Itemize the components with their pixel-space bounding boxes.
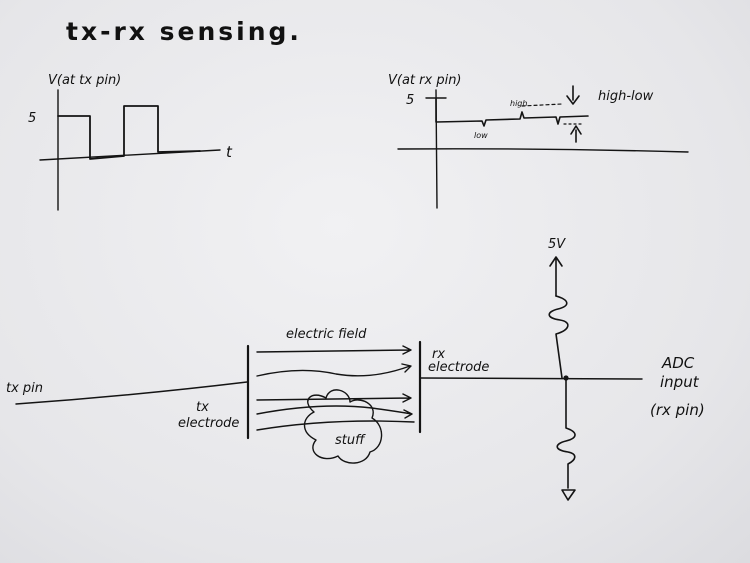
rx-diff-arrow-down: [566, 85, 580, 105]
adc-label-2: input: [660, 373, 700, 391]
tx-electrode-label-2: electrode: [178, 416, 239, 431]
rx-high-label: high: [510, 99, 527, 108]
rx-plot-ytick: 5: [406, 93, 414, 108]
adc-label-1: ADC: [661, 354, 695, 372]
tx-voltage-plot: V(at tx pin) 5 t: [28, 73, 233, 211]
stuff-blob: [303, 389, 383, 464]
field-line-4: [256, 405, 413, 419]
stuff-label: stuff: [335, 433, 366, 448]
rx-voltage-plot: V(at rx pin) 5 low high high-low: [388, 73, 689, 209]
page-title: tx-rx sensing.: [66, 17, 302, 46]
field-line-2: [256, 363, 412, 377]
supply-label: 5V: [548, 237, 566, 252]
rx-plot-x-axis: [397, 148, 689, 153]
tx-pin-wire: [15, 381, 248, 405]
ground-symbol: [561, 489, 576, 501]
sensing-circuit: tx pin tx electrode rx electrode electri…: [6, 237, 705, 501]
field-line-5: [256, 420, 415, 431]
rx-low-label: low: [474, 131, 488, 140]
tx-plot-ytick: 5: [28, 111, 36, 126]
field-line-3: [256, 393, 412, 403]
adc-label-3: (rx pin): [650, 401, 705, 419]
field-line-1: [256, 345, 412, 355]
supply-arrow: [549, 256, 563, 297]
electric-field-label: electric field: [286, 327, 367, 342]
tx-electrode-label-1: tx: [196, 400, 209, 415]
rx-electrode-label-2: electrode: [428, 360, 489, 375]
tx-plot-ylabel: V(at tx pin): [48, 73, 121, 88]
tx-plot-xlabel: t: [226, 143, 233, 161]
rx-diff-arrow-up: [570, 125, 582, 143]
tx-square-wave: [57, 105, 201, 160]
rx-signal-trace: [435, 97, 589, 127]
adc-wire: [419, 377, 643, 380]
rx-diff-label: high-low: [598, 89, 654, 104]
pulldown-resistor: [556, 377, 576, 489]
rx-high-dashed-line: [521, 103, 563, 107]
pullup-resistor: [548, 295, 569, 379]
rx-electrode-label-1: rx: [432, 347, 445, 362]
tx-pin-label: tx pin: [6, 381, 43, 396]
rx-plot-ylabel: V(at rx pin): [388, 73, 462, 88]
